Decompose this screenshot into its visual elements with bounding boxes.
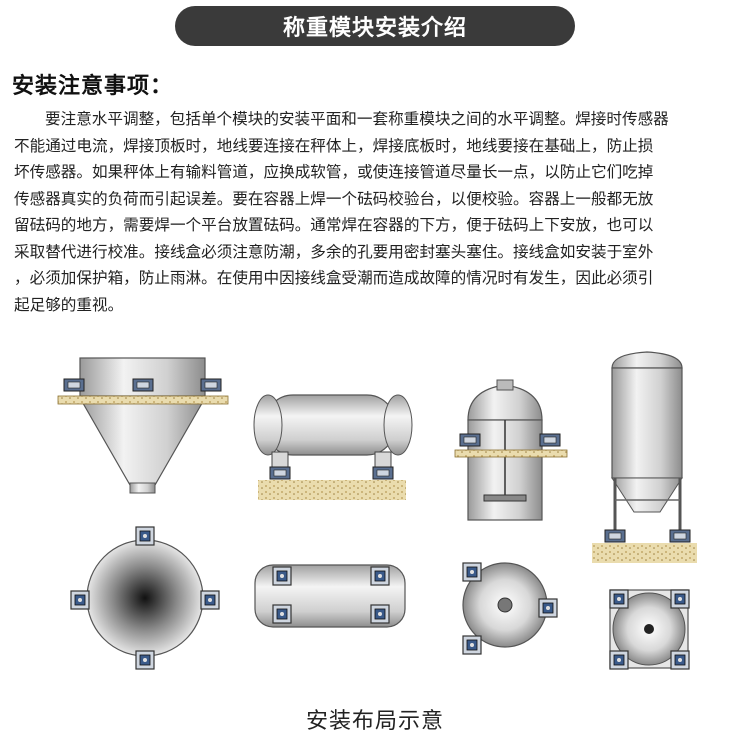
body-line: ，必须加保护箱，防止雨淋。在使用中因接线盒受潮而造成故障的情况时有发生，因此必须…	[14, 269, 654, 287]
installation-layout-figure	[0, 340, 750, 690]
body-line: 采取替代进行校准。接线盒必须注意防潮，多余的孔要用密封塞头塞住。接线盒如安装于室…	[14, 242, 654, 261]
body-line: 不能通过电流，焊接顶板时，地线要连接在秤体上，焊接底板时，地线要接在基础上，防止…	[14, 136, 654, 155]
reactor-side-view	[454, 379, 568, 521]
body-line: 留砝码的地方，需要焊一个平台放置砝码。通常焊在容器的下方，便于砝码上下安放，也可…	[14, 216, 654, 234]
silo-side-view	[592, 351, 697, 563]
body-line: 要注意水平调整，包括单个模块的安装平面和一套称重模块之间的水平调整。焊接时传感器	[45, 110, 669, 128]
body-line: 起足够的重视。	[14, 295, 124, 314]
reactor-top-view	[462, 562, 558, 655]
body-line: 坏传感器。如果秤体上有输料管道，应换成软管，或使连接管道尽量长一点，以防止它们吃…	[14, 163, 654, 181]
figure-caption: 安装布局示意	[305, 709, 444, 734]
silo-top-view	[609, 589, 690, 670]
body-paragraph: 要注意水平调整，包括单个模块的安装平面和一套称重模块之间的水平调整。焊接时传感器…	[14, 106, 750, 318]
horizontal-tank-side-view	[253, 394, 413, 500]
body-line: 传感器真实的负荷而引起误差。要在容器上焊一个砝码校验台，以便校验。容器上一般都无…	[14, 189, 654, 208]
horizontal-tank-top-view	[254, 564, 406, 628]
hopper-top-view	[70, 526, 220, 670]
banner-title: 称重模块安装介绍	[282, 16, 467, 41]
section-heading: 安装注意事项：	[12, 74, 174, 99]
title-banner: 称重模块安装介绍	[175, 6, 575, 46]
hopper-side-view	[57, 357, 229, 494]
installation-diagram	[57, 351, 697, 670]
